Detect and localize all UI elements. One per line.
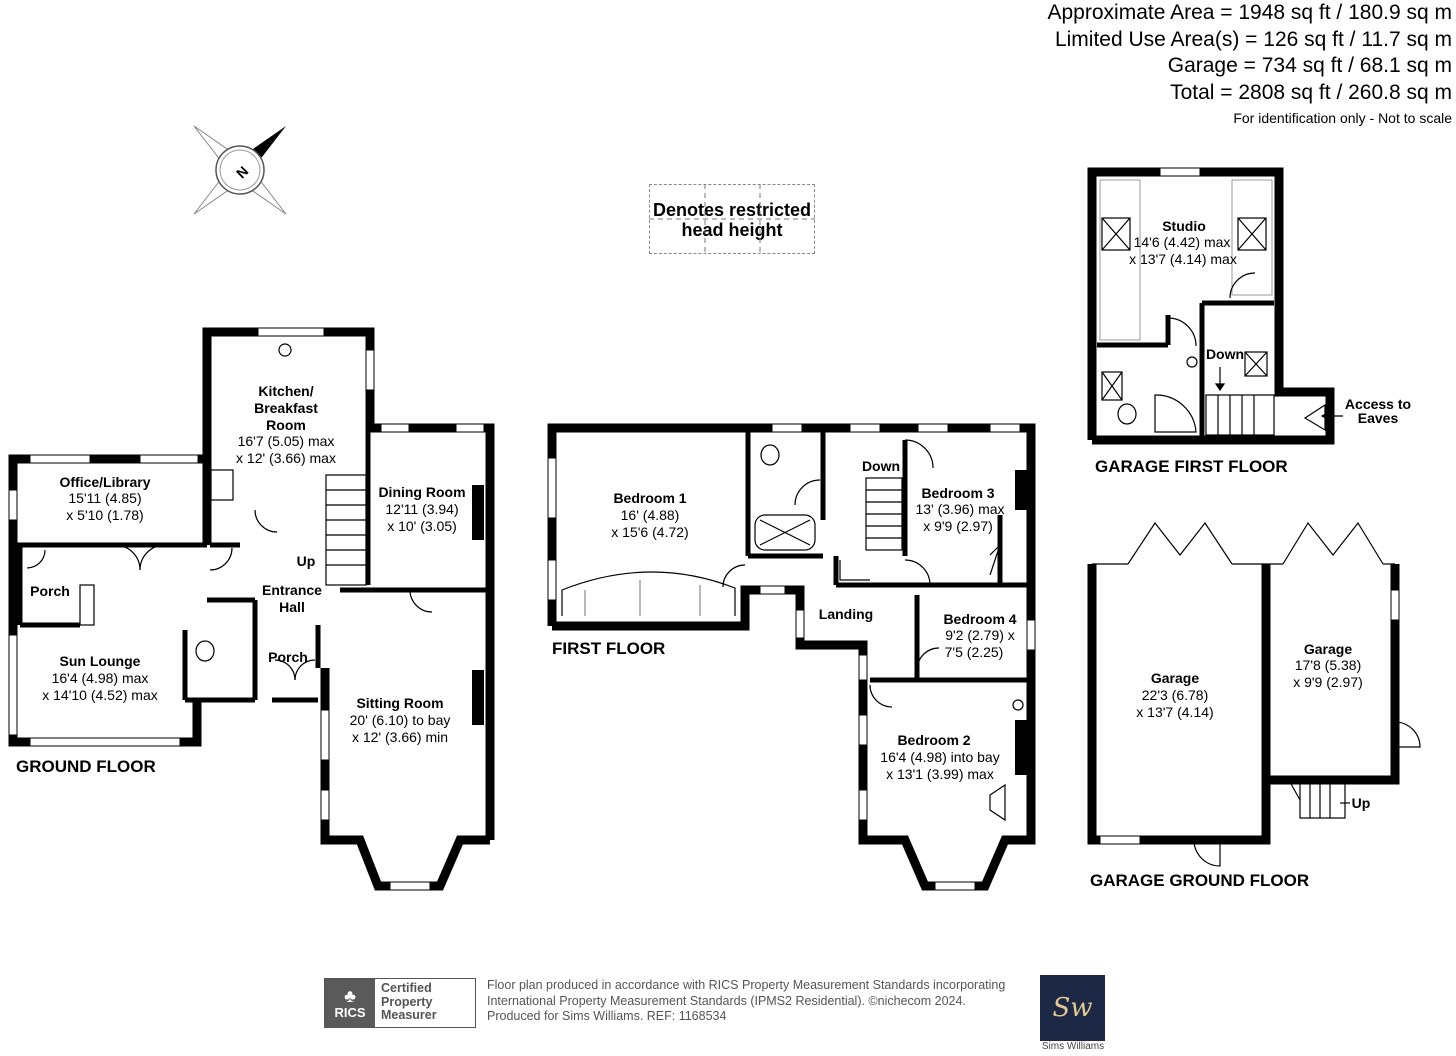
sun-lounge-dim-2: x 14'10 (4.52) max bbox=[42, 687, 158, 703]
bedroom-3-label: Bedroom 3 bbox=[921, 485, 994, 501]
kitchen-label-2: Breakfast bbox=[254, 400, 318, 416]
bedroom-2-dim-2: x 13'1 (3.99) max bbox=[886, 766, 994, 782]
garage-ground-floor-plan: Garage 22'3 (6.78) x 13'7 (4.14) Garage … bbox=[1087, 521, 1421, 890]
approximate-area: Approximate Area = 1948 sq ft / 180.9 sq… bbox=[1047, 1, 1453, 24]
garage-main-dim-2: x 13'7 (4.14) bbox=[1136, 704, 1213, 720]
restricted-height-legend: Denotes restricted head height bbox=[649, 184, 815, 254]
sitting-room-label: Sitting Room bbox=[356, 695, 443, 711]
kitchen-dim-1: 16'7 (5.05) max bbox=[238, 433, 335, 449]
north-arrow-icon: N bbox=[193, 125, 287, 215]
bedroom-4-dim-1: 9'2 (2.79) x bbox=[945, 627, 1015, 643]
bedroom-2-dim-1: 16'4 (4.98) into bay bbox=[880, 749, 999, 765]
limited-use-area: Limited Use Area(s) = 126 sq ft / 11.7 s… bbox=[1054, 27, 1452, 51]
entrance-hall-label-1: Entrance bbox=[262, 582, 322, 598]
garage-first-floor-plan: Studio 14'6 (4.42) max x 13'7 (4.14) max… bbox=[1087, 167, 1411, 476]
garage-second-label: Garage bbox=[1304, 641, 1352, 657]
office-dim-2: x 5'10 (1.78) bbox=[66, 507, 143, 523]
garage-stairs-down-label: Down bbox=[1206, 346, 1244, 362]
cert-line-3: Measurer bbox=[381, 1008, 437, 1022]
garage-stairs-up-label: Up bbox=[1352, 795, 1371, 811]
dining-dim-1: 12'11 (3.94) bbox=[385, 501, 458, 517]
dining-dim-2: x 10' (3.05) bbox=[387, 518, 457, 534]
entrance-hall-label-2: Hall bbox=[279, 599, 305, 615]
cert-line-1: Certified bbox=[381, 981, 432, 995]
area-summary: Approximate Area = 1948 sq ft / 180.9 sq… bbox=[1048, 0, 1453, 126]
first-floor-label: FIRST FLOOR bbox=[552, 639, 665, 658]
legend-line-1: Denotes restricted bbox=[652, 200, 812, 220]
sitting-room-dim-2: x 12' (3.66) min bbox=[352, 729, 448, 745]
studio-dim-1: 14'6 (4.42) max bbox=[1134, 234, 1231, 250]
eaves-access-label-2: Eaves bbox=[1358, 410, 1399, 426]
bedroom-2-label: Bedroom 2 bbox=[897, 732, 970, 748]
garage-second-dim-1: 17'8 (5.38) bbox=[1295, 657, 1362, 673]
first-floor-plan: Bedroom 1 16' (4.88) x 15'6 (4.72) Down … bbox=[547, 423, 1036, 891]
garage-main-dim-1: 22'3 (6.78) bbox=[1142, 687, 1209, 703]
eaves-access-label-1: Access to bbox=[1345, 396, 1411, 412]
garage-first-floor-label: GARAGE FIRST FLOOR bbox=[1095, 457, 1288, 476]
footer-line-3: Produced for Sims Williams. REF: 1168534 bbox=[487, 1009, 727, 1023]
stairs-down-label: Down bbox=[862, 458, 900, 474]
bedroom-1-dim-2: x 15'6 (4.72) bbox=[611, 524, 688, 540]
kitchen-dim-2: x 12' (3.66) max bbox=[236, 450, 336, 466]
sun-lounge-label: Sun Lounge bbox=[60, 653, 141, 669]
bedroom-3-dim-1: 13' (3.96) max bbox=[915, 501, 1004, 517]
bedroom-4-label: Bedroom 4 bbox=[943, 611, 1016, 627]
rics-logo-text: RICS bbox=[334, 1004, 366, 1020]
ground-floor-plan: Office/Library 15'11 (4.85) x 5'10 (1.78… bbox=[8, 327, 495, 891]
footer-line-1: Floor plan produced in accordance with R… bbox=[487, 978, 1006, 992]
bedroom-1-dim-1: 16' (4.88) bbox=[621, 507, 680, 523]
total-area: Total = 2808 sq ft / 260.8 sq m bbox=[1170, 80, 1452, 104]
sun-lounge-dim-1: 16'4 (4.98) max bbox=[52, 670, 149, 686]
garage-ground-floor-label: GARAGE GROUND FLOOR bbox=[1090, 871, 1309, 890]
sitting-room-dim-1: 20' (6.10) to bay bbox=[350, 712, 451, 728]
kitchen-label-1: Kitchen/ bbox=[258, 383, 313, 399]
porch-west-label: Porch bbox=[30, 583, 70, 599]
sims-williams-caption: Sims Williams bbox=[1041, 1041, 1105, 1052]
landing-label: Landing bbox=[819, 606, 873, 622]
rics-certification-text: Certified Property Measurer bbox=[375, 979, 443, 1027]
office-dim-1: 15'11 (4.85) bbox=[68, 490, 141, 506]
sims-williams-logo: Sw bbox=[1040, 975, 1105, 1041]
studio-label: Studio bbox=[1162, 218, 1206, 234]
rics-logo: ♣ RICS bbox=[325, 979, 375, 1027]
footer-line-2: International Property Measurement Stand… bbox=[487, 993, 966, 1008]
footer-note: Floor plan produced in accordance with R… bbox=[487, 978, 1005, 1025]
scale-note: For identification only - Not to scale bbox=[1233, 110, 1452, 126]
bedroom-4-dim-2: 7'5 (2.25) bbox=[945, 644, 1004, 660]
porch-front-label: Porch bbox=[268, 649, 308, 665]
rics-certification-badge: ♣ RICS Certified Property Measurer bbox=[324, 978, 476, 1028]
bedroom-1-label: Bedroom 1 bbox=[613, 490, 686, 506]
legend-hatch bbox=[649, 184, 815, 254]
garage-main-label: Garage bbox=[1151, 670, 1199, 686]
rics-crest-icon: ♣ bbox=[344, 985, 356, 1006]
bedroom-3-dim-2: x 9'9 (2.97) bbox=[923, 518, 993, 534]
kitchen-label-3: Room bbox=[266, 417, 306, 433]
dining-label: Dining Room bbox=[378, 484, 465, 500]
garage-second-dim-2: x 9'9 (2.97) bbox=[1293, 674, 1363, 690]
office-label: Office/Library bbox=[59, 474, 150, 490]
garage-area: Garage = 734 sq ft / 68.1 sq m bbox=[1167, 54, 1452, 77]
legend-line-2: head height bbox=[681, 220, 783, 240]
studio-dim-2: x 13'7 (4.14) max bbox=[1129, 251, 1237, 267]
ground-floor-label: GROUND FLOOR bbox=[16, 757, 156, 776]
cert-line-2: Property bbox=[381, 994, 433, 1009]
stairs-up-label: Up bbox=[297, 553, 316, 569]
